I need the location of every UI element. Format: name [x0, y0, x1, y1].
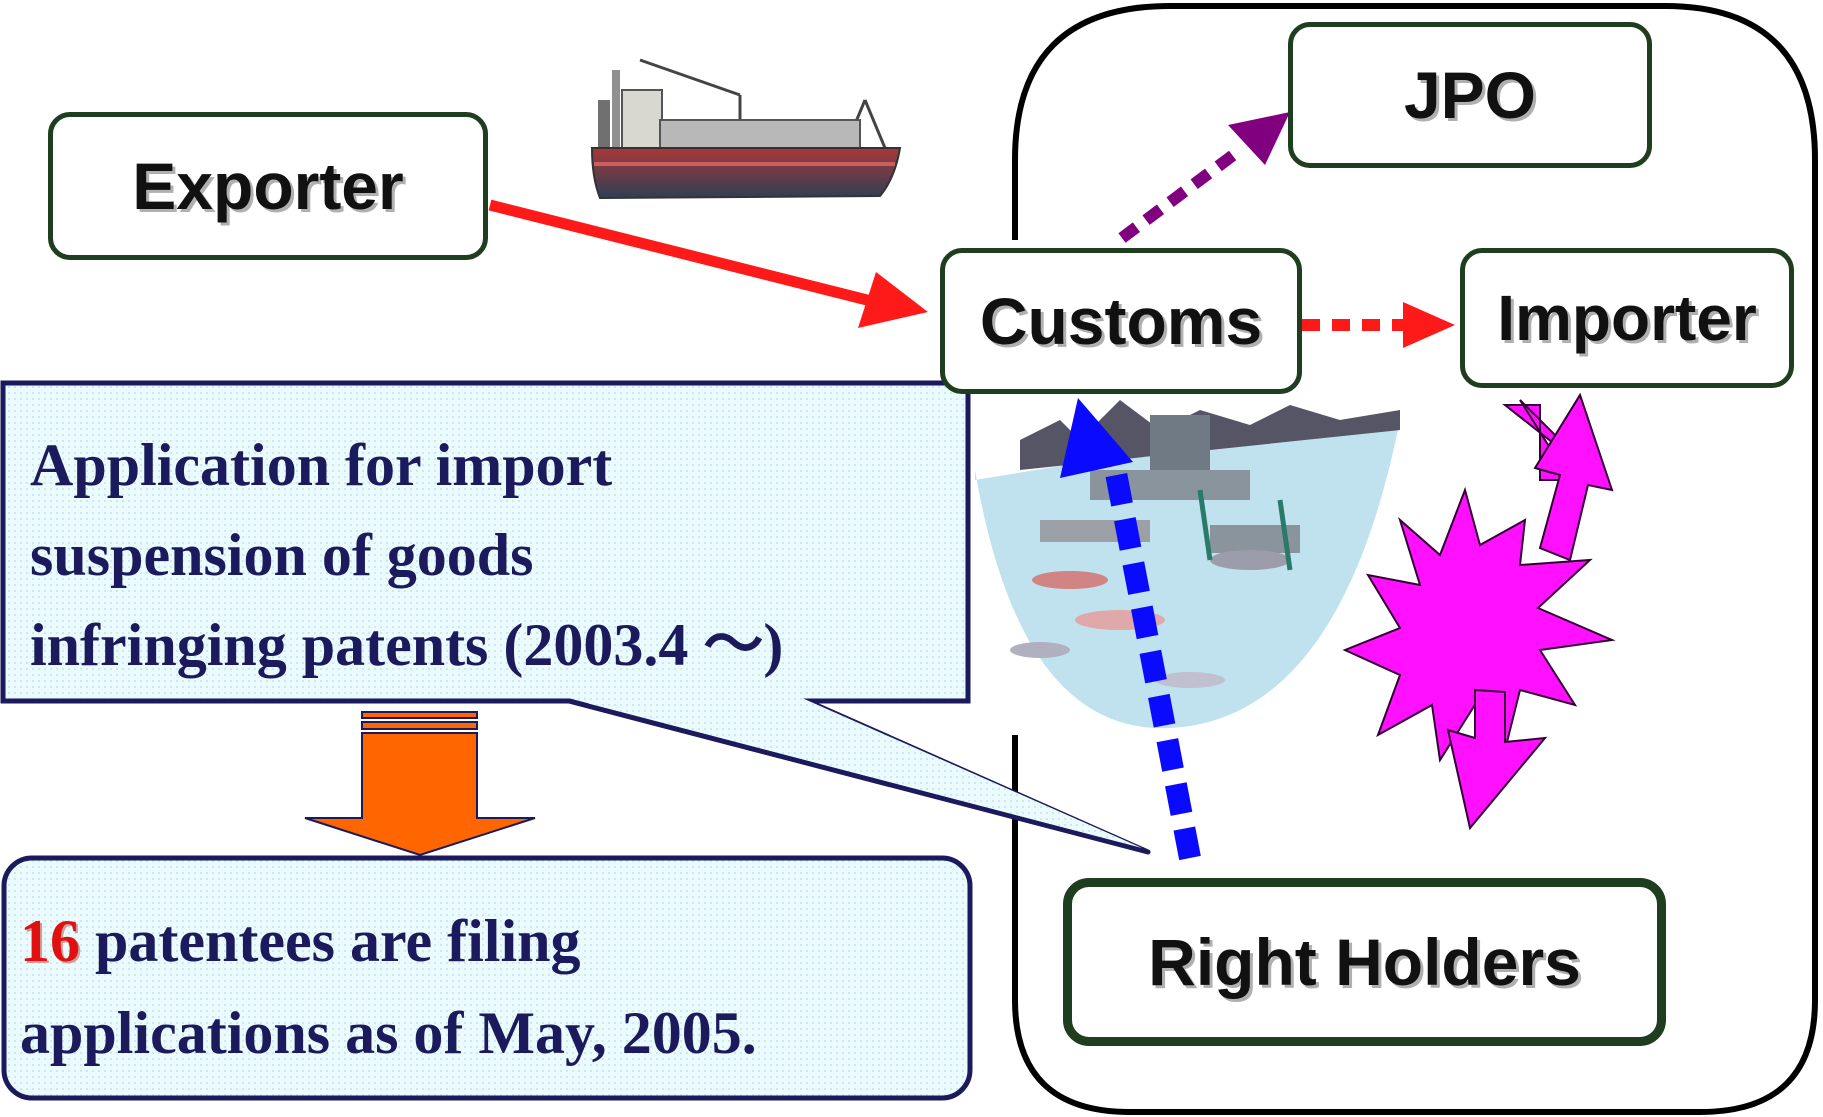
callout-bubble	[0, 380, 1151, 855]
exporter-node: Exporter	[48, 112, 488, 260]
customs-label: Customs	[979, 284, 1263, 358]
callout-line-3: infringing patents (2003.4 ～)	[30, 612, 784, 678]
exporter-label: Exporter	[132, 149, 404, 223]
callout-line-2: suspension of goods	[30, 522, 534, 588]
result-text: 16 patentees are filing applications as …	[20, 895, 960, 1079]
callout-text: Application for import suspension of goo…	[30, 420, 980, 690]
importer-label: Importer	[1497, 282, 1757, 354]
importer-node: Importer	[1460, 248, 1794, 388]
customs-node: Customs	[940, 248, 1302, 394]
right-holders-node: Right Holders	[1063, 878, 1666, 1046]
result-line-2: applications as of May, 2005.	[20, 1000, 757, 1066]
arrow-customs-to-importer	[1302, 302, 1455, 348]
result-line-1: 16 patentees are filing	[20, 895, 960, 987]
down-arrow-icon	[304, 711, 536, 857]
callout-line-1: Application for import	[30, 432, 613, 498]
ship-icon	[590, 58, 902, 200]
right-holders-label: Right Holders	[1148, 925, 1581, 999]
domestic-boundary	[1012, 3, 1818, 1115]
arrow-exporter-to-customs	[488, 199, 928, 328]
result-box	[1, 855, 973, 1101]
burst-arrow-up	[1502, 392, 1614, 562]
port-illustration-icon	[975, 400, 1400, 729]
patentee-count: 16	[20, 908, 80, 974]
jpo-label: JPO	[1403, 58, 1537, 132]
jpo-node: JPO	[1288, 22, 1652, 168]
result-line-1-rest: patentees are filing	[80, 908, 581, 974]
burst-arrow-down	[1446, 688, 1548, 831]
arrow-customs-to-jpo	[1118, 112, 1290, 243]
arrow-rightholders-to-customs	[1060, 398, 1201, 861]
